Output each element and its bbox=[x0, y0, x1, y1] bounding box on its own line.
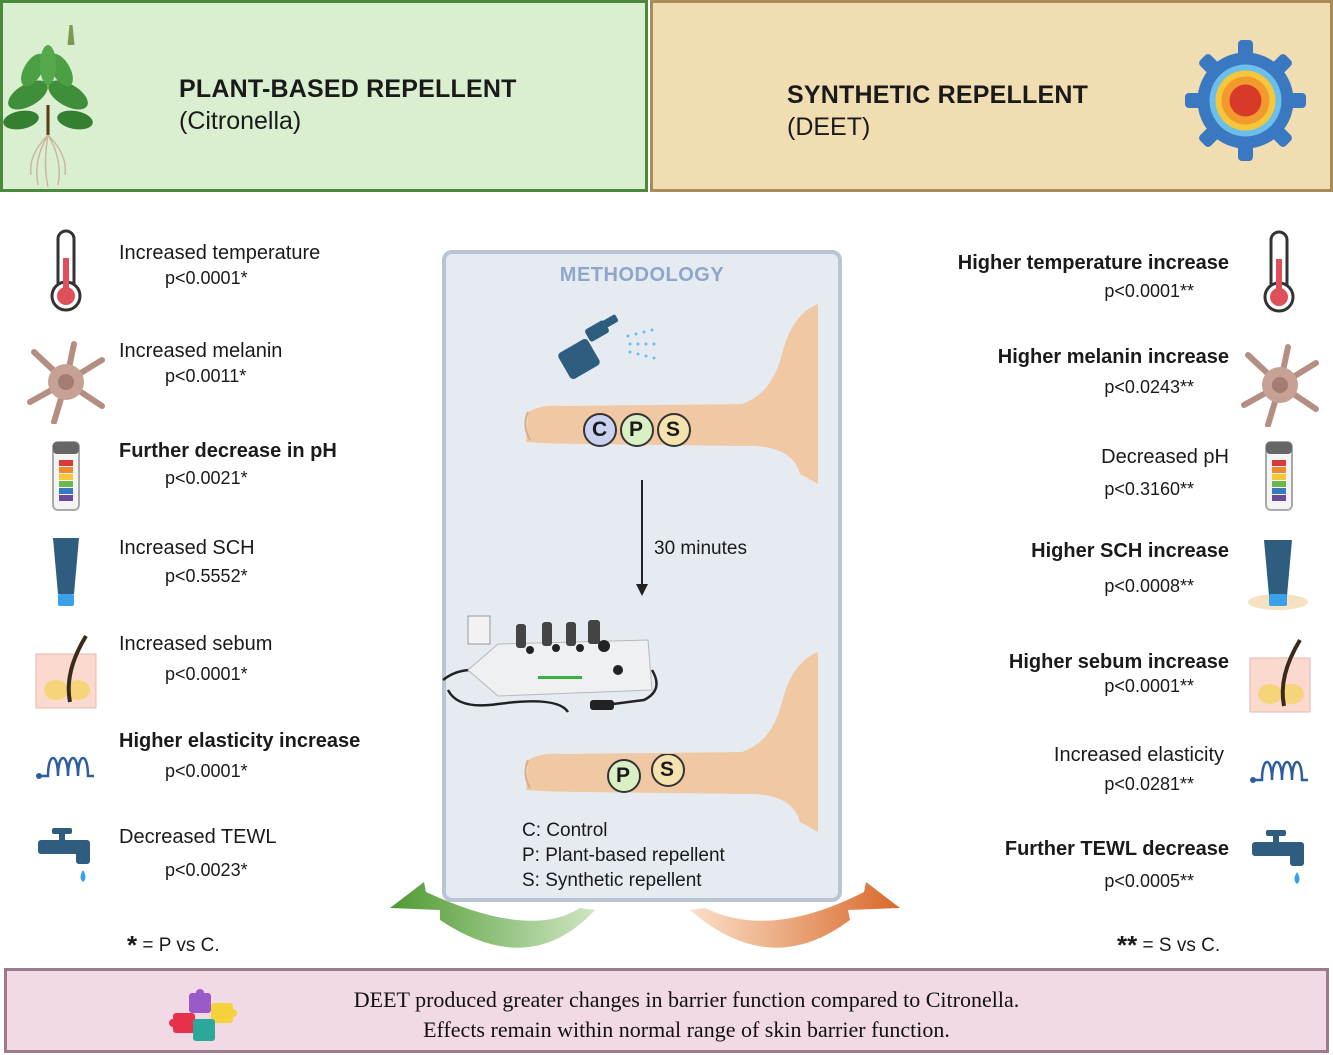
melanocyte-icon bbox=[27, 341, 105, 424]
finding-p-value: p<0.0011* bbox=[165, 366, 247, 386]
finding-label: Higher sebum increase bbox=[1008, 651, 1229, 673]
finding-p-value: p<0.0001* bbox=[165, 664, 248, 684]
finding-p-value: p<0.0281** bbox=[1104, 774, 1194, 794]
finding-p-value: p<0.0001* bbox=[165, 268, 248, 288]
cream-tube-icon bbox=[53, 538, 79, 606]
plant-repellent-header: PLANT-BASED REPELLENT (Citronella) bbox=[0, 0, 648, 192]
finding-p-value: p<0.0005** bbox=[1104, 871, 1194, 891]
methodology-title: METHODOLOGY bbox=[559, 264, 725, 286]
forearm-illustration bbox=[524, 304, 818, 484]
thermometer-icon bbox=[50, 229, 82, 312]
water-tap-icon bbox=[1252, 830, 1304, 884]
site-label-control: C bbox=[592, 418, 608, 441]
site-label-synthetic: S bbox=[660, 758, 675, 781]
footnote-text: = S vs C. bbox=[1137, 935, 1221, 956]
down-arrow-icon bbox=[636, 480, 648, 596]
header-title: SYNTHETIC REPELLENT bbox=[787, 81, 1089, 109]
sebaceous-gland-icon bbox=[1249, 638, 1311, 713]
water-tap-icon bbox=[38, 828, 90, 882]
site-label-plant: P bbox=[616, 764, 631, 787]
thermometer-icon bbox=[1263, 230, 1295, 313]
spray-bottle-icon bbox=[558, 314, 656, 380]
spring-icon bbox=[1250, 760, 1308, 783]
finding-label: Increased temperature bbox=[119, 242, 321, 264]
finding-label: Higher temperature increase bbox=[957, 252, 1229, 274]
ph-strip-icon bbox=[52, 441, 80, 511]
finding-label: Further decrease in pH bbox=[119, 440, 337, 462]
molecule-gear-icon bbox=[1185, 40, 1306, 161]
plant-icon bbox=[3, 25, 93, 188]
header-title: PLANT-BASED REPELLENT bbox=[179, 75, 517, 103]
legend-synthetic: S: Synthetic repellent bbox=[522, 870, 702, 891]
methodology-panel: METHODOLOGY C P S 30 minutes bbox=[442, 250, 842, 902]
finding-label: Higher melanin increase bbox=[997, 346, 1229, 368]
ph-strip-icon bbox=[1265, 441, 1293, 511]
conclusion-line-2: Effects remain within normal range of sk… bbox=[423, 1017, 950, 1042]
spring-icon bbox=[36, 756, 94, 779]
footnote-text: = P vs C. bbox=[137, 935, 220, 956]
measurement-device-icon bbox=[442, 615, 658, 713]
time-interval-label: 30 minutes bbox=[654, 538, 747, 559]
footnote-right: ** = S vs C. bbox=[1117, 930, 1220, 961]
synthetic-repellent-header: SYNTHETIC REPELLENT (DEET) bbox=[650, 0, 1333, 192]
green-curved-arrow-icon bbox=[390, 882, 595, 948]
finding-p-value: p<0.0001* bbox=[165, 761, 248, 781]
finding-label: Higher SCH increase bbox=[1031, 540, 1229, 562]
finding-label: Decreased TEWL bbox=[119, 826, 277, 848]
finding-p-value: p<0.0243** bbox=[1104, 377, 1194, 397]
finding-p-value: p<0.0008** bbox=[1104, 576, 1194, 596]
site-marker-row-before: C P S bbox=[582, 410, 702, 455]
finding-p-value: p<0.5552* bbox=[165, 566, 248, 586]
footnote-star: ** bbox=[1117, 930, 1138, 960]
finding-label: Decreased pH bbox=[1101, 446, 1229, 468]
footnote-left: * = P vs C. bbox=[127, 930, 220, 961]
finding-p-value: p<0.0023* bbox=[165, 860, 248, 880]
finding-label: Increased SCH bbox=[119, 537, 255, 559]
site-label-synthetic: S bbox=[666, 418, 681, 441]
footnote-star: * bbox=[127, 930, 138, 960]
site-markers bbox=[583, 413, 691, 447]
cream-tube-icon bbox=[1248, 540, 1308, 610]
header-subtitle: (Citronella) bbox=[179, 107, 302, 135]
orange-curved-arrow-icon bbox=[690, 882, 900, 948]
site-label-plant: P bbox=[629, 418, 644, 441]
finding-label: Further TEWL decrease bbox=[1004, 838, 1229, 860]
site-markers bbox=[607, 753, 685, 793]
legend-plant: P: Plant-based repellent bbox=[522, 845, 725, 866]
conclusion-line-1: DEET produced greater changes in barrier… bbox=[353, 987, 1020, 1012]
header-subtitle: (DEET) bbox=[787, 113, 871, 141]
puzzle-pieces-icon bbox=[169, 989, 237, 1041]
conclusion-banner: DEET produced greater changes in barrier… bbox=[4, 968, 1329, 1053]
finding-p-value: p<0.3160** bbox=[1104, 479, 1194, 499]
finding-p-value: p<0.0021* bbox=[165, 468, 248, 488]
finding-p-value: p<0.0001** bbox=[1104, 281, 1194, 301]
finding-p-value: p<0.0001** bbox=[1104, 676, 1194, 696]
finding-label: Increased sebum bbox=[119, 633, 273, 655]
finding-label: Increased elasticity bbox=[1053, 744, 1224, 766]
finding-label: Higher elasticity increase bbox=[119, 730, 361, 752]
sebaceous-gland-icon bbox=[35, 634, 97, 709]
site-marker-row-after: P S bbox=[606, 753, 688, 799]
melanocyte-icon bbox=[1241, 344, 1319, 427]
forearm-illustration bbox=[524, 652, 818, 832]
legend-control: C: Control bbox=[522, 820, 608, 841]
finding-label: Increased melanin bbox=[119, 340, 283, 362]
